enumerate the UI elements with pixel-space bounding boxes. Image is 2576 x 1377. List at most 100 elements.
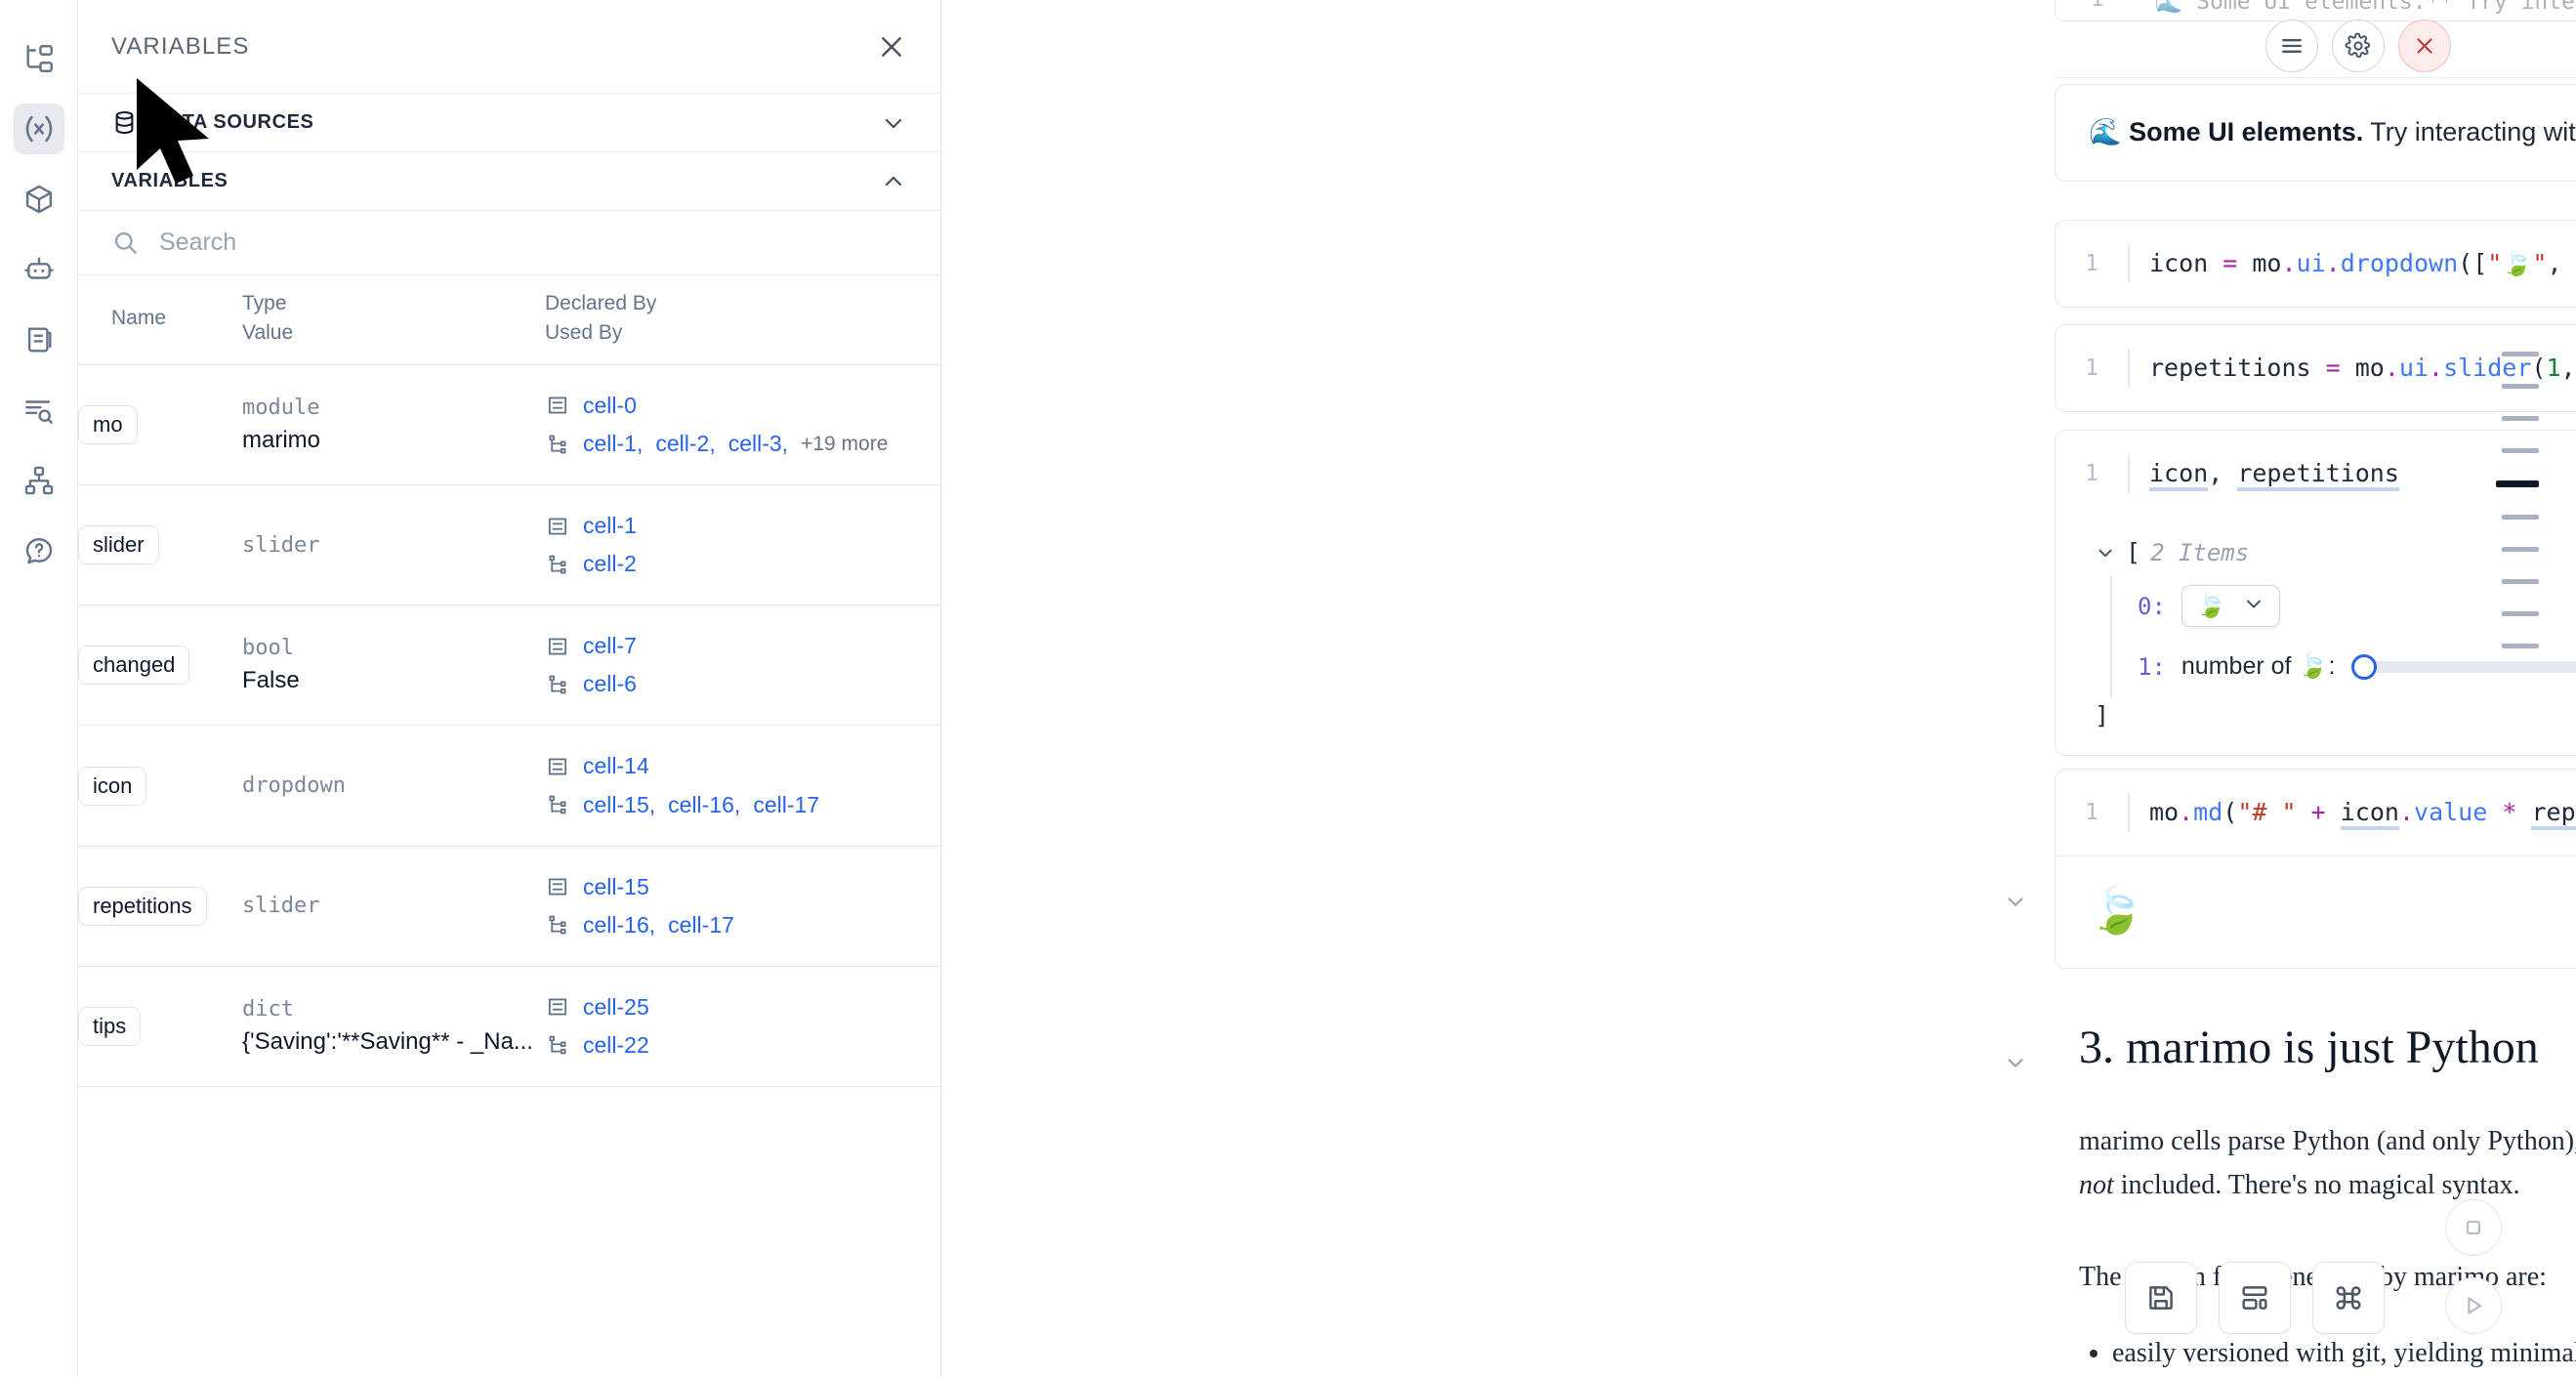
cell-link[interactable]: cell-15, bbox=[583, 791, 656, 817]
minimap-mark[interactable] bbox=[2502, 579, 2539, 584]
code-token: mo bbox=[2340, 354, 2385, 382]
output-expand-toggle[interactable]: [ 2 Items bbox=[2095, 538, 2249, 566]
variable-value: False bbox=[242, 667, 300, 694]
variable-name-chip[interactable]: changed bbox=[78, 646, 190, 686]
code-text-dropdown[interactable]: icon = mo.ui.dropdown(["🍃", "🌊", "✨"], v… bbox=[2128, 244, 2576, 283]
variables-panel: VARIABLES DATA SOURCES VARIABLES bbox=[78, 0, 941, 1377]
cell-declared-used: cell-7 cell-6 bbox=[545, 605, 940, 727]
cell-link[interactable]: cell-17 bbox=[668, 911, 734, 938]
used-by-line: cell-16, cell-17 bbox=[545, 906, 940, 944]
cell-link[interactable]: cell-1 bbox=[583, 513, 637, 539]
cell-link[interactable]: cell-22 bbox=[583, 1031, 649, 1058]
minimap-mark[interactable] bbox=[2502, 416, 2539, 421]
code-row: 1 icon = mo.ui.dropdown(["🍃", "🌊", "✨"],… bbox=[2056, 221, 2576, 307]
gear-icon[interactable] bbox=[2332, 20, 2385, 72]
outline-search-icon[interactable] bbox=[14, 385, 64, 436]
cell-link[interactable]: cell-16, bbox=[668, 791, 741, 817]
minimap-mark[interactable] bbox=[2502, 644, 2539, 648]
code-text-md[interactable]: mo.md("# " + icon.value * repetitions.va… bbox=[2128, 793, 2576, 832]
variable-name-chip[interactable]: repetitions bbox=[78, 886, 207, 926]
markdown-rendered-cell[interactable]: 🌊 Some UI elements. Try interacting with… bbox=[2055, 84, 2576, 182]
column-header-name[interactable]: Name bbox=[78, 275, 242, 365]
variable-name-chip[interactable]: tips bbox=[78, 1006, 142, 1046]
code-token: "🍃" bbox=[2487, 249, 2548, 277]
cell-collapse-toggle-md[interactable] bbox=[2003, 889, 2028, 914]
code-token: icon bbox=[2149, 459, 2209, 491]
save-icon[interactable] bbox=[2125, 1262, 2197, 1334]
scroll-icon[interactable] bbox=[14, 314, 64, 365]
cell-variable-name: icon bbox=[78, 725, 242, 847]
hamburger-icon[interactable] bbox=[2265, 20, 2318, 72]
code-cell-dropdown[interactable]: 1 icon = mo.ui.dropdown(["🍃", "🌊", "✨"],… bbox=[2055, 220, 2576, 308]
slider-widget[interactable] bbox=[2350, 653, 2576, 680]
column-header-type-value[interactable]: Type Value bbox=[242, 275, 545, 365]
code-cell-output-widgets[interactable]: 1 icon, repetitions [ 2 Items 0: 🍃 bbox=[2055, 430, 2576, 756]
search-input[interactable]: Search bbox=[159, 229, 237, 256]
slider-knob[interactable] bbox=[2350, 653, 2377, 680]
run-icon[interactable] bbox=[2445, 1277, 2502, 1334]
clipped-cell-code: ""🌊 Some UI elements.** Try interacting … bbox=[2128, 0, 2576, 15]
cell-link[interactable]: cell-16, bbox=[583, 911, 656, 938]
variable-value: marimo bbox=[242, 427, 321, 454]
layout-icon[interactable] bbox=[2219, 1262, 2291, 1334]
variable-name-chip[interactable]: icon bbox=[78, 766, 147, 806]
stop-icon[interactable] bbox=[2445, 1199, 2502, 1256]
minimap[interactable] bbox=[2496, 352, 2539, 648]
cell-link[interactable]: cell-3, bbox=[727, 430, 789, 456]
minimap-mark[interactable] bbox=[2502, 611, 2539, 616]
slider-track[interactable] bbox=[2370, 660, 2576, 673]
cell-link[interactable]: cell-7 bbox=[583, 633, 637, 659]
clipped-markdown-source-cell[interactable]: 1 ""🌊 Some UI elements.** Try interactin… bbox=[2055, 0, 2576, 21]
used-by-icon bbox=[545, 672, 570, 697]
cell-link[interactable]: cell-25 bbox=[583, 993, 649, 1020]
code-cell-slider[interactable]: 1 repetitions = mo.ui.slider(1, 16, labe… bbox=[2055, 324, 2576, 412]
search-row[interactable]: Search bbox=[78, 211, 940, 275]
cell-link[interactable]: cell-1, bbox=[583, 430, 644, 456]
cell-link[interactable]: cell-2, bbox=[655, 430, 716, 456]
code-token: ui bbox=[2296, 249, 2326, 277]
used-by-more[interactable]: +19 more bbox=[801, 432, 889, 455]
minimap-mark[interactable] bbox=[2502, 448, 2539, 453]
column-header-declared-used[interactable]: Declared By Used By bbox=[545, 275, 940, 365]
code-text-widgets[interactable]: icon, repetitions bbox=[2128, 454, 2399, 493]
close-icon[interactable] bbox=[876, 31, 907, 63]
variable-name-chip[interactable]: mo bbox=[78, 404, 138, 444]
cell-declared-used: cell-14 cell-15, cell-16, cell-17 bbox=[545, 725, 940, 847]
cell-link[interactable]: cell-15 bbox=[583, 873, 649, 899]
cell-collapse-toggle-section[interactable] bbox=[2003, 1050, 2028, 1075]
cell-link[interactable]: cell-2 bbox=[583, 551, 637, 577]
minimap-mark[interactable] bbox=[2502, 352, 2539, 356]
cell-link[interactable]: cell-6 bbox=[583, 671, 637, 697]
chevron-up-icon[interactable] bbox=[880, 168, 907, 195]
close-cell-icon[interactable] bbox=[2398, 20, 2451, 72]
command-palette-icon[interactable] bbox=[2312, 1262, 2385, 1334]
chevron-down-icon[interactable] bbox=[880, 109, 907, 137]
help-icon[interactable] bbox=[14, 525, 64, 576]
dependency-graph-icon[interactable] bbox=[14, 455, 64, 506]
dropdown-widget[interactable]: 🍃 bbox=[2181, 585, 2281, 627]
code-text-slider[interactable]: repetitions = mo.ui.slider(1, 16, label=… bbox=[2128, 349, 2576, 388]
cell-link[interactable]: cell-17 bbox=[753, 791, 820, 817]
minimap-mark[interactable] bbox=[2496, 480, 2539, 487]
robot-icon[interactable] bbox=[14, 244, 64, 295]
cell-link[interactable]: cell-0 bbox=[583, 392, 637, 418]
code-token bbox=[2487, 798, 2502, 826]
minimap-mark[interactable] bbox=[2502, 384, 2539, 389]
code-row: 1 repetitions = mo.ui.slider(1, 16, labe… bbox=[2056, 325, 2576, 411]
section-header-variables[interactable]: VARIABLES bbox=[78, 152, 940, 211]
code-token: , bbox=[2560, 354, 2576, 382]
variable-name-chip[interactable]: slider bbox=[78, 525, 159, 565]
variables-icon[interactable] bbox=[13, 104, 64, 154]
package-icon[interactable] bbox=[14, 174, 64, 225]
cell-link[interactable]: cell-14 bbox=[583, 753, 649, 779]
minimap-mark[interactable] bbox=[2502, 515, 2539, 520]
code-cell-md-render[interactable]: 1 mo.md("# " + icon.value * repetitions.… bbox=[2055, 769, 2576, 969]
file-tree-icon[interactable] bbox=[14, 33, 64, 84]
minimap-mark[interactable] bbox=[2502, 547, 2539, 552]
